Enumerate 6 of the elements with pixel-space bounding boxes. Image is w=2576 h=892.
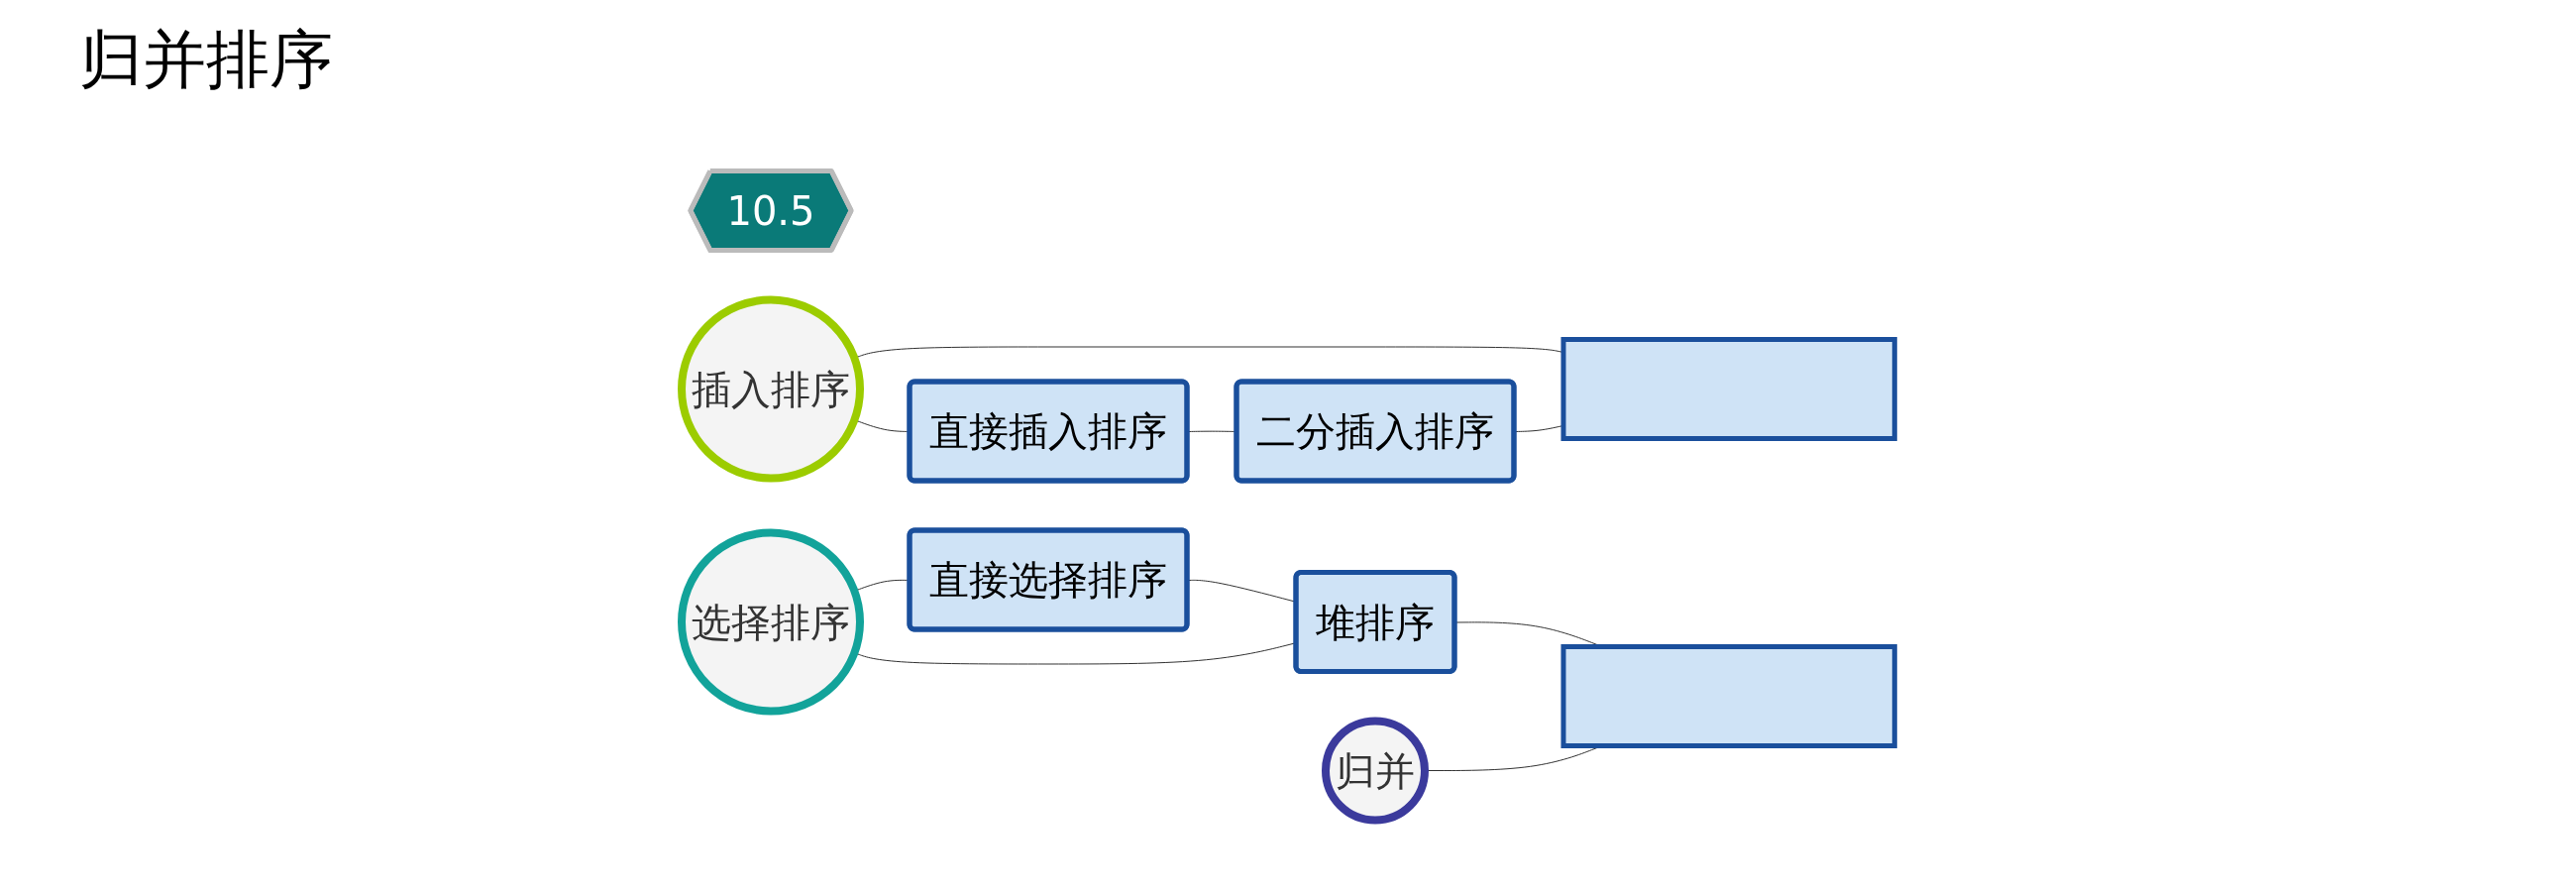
title: 归并排序: [79, 21, 333, 98]
node-circle: 选择排序: [677, 528, 864, 716]
node-circle: 插入排序: [677, 295, 864, 483]
node-box: [1560, 644, 1897, 748]
node-box: [1560, 337, 1897, 441]
node-circle: 归并: [1321, 717, 1429, 825]
